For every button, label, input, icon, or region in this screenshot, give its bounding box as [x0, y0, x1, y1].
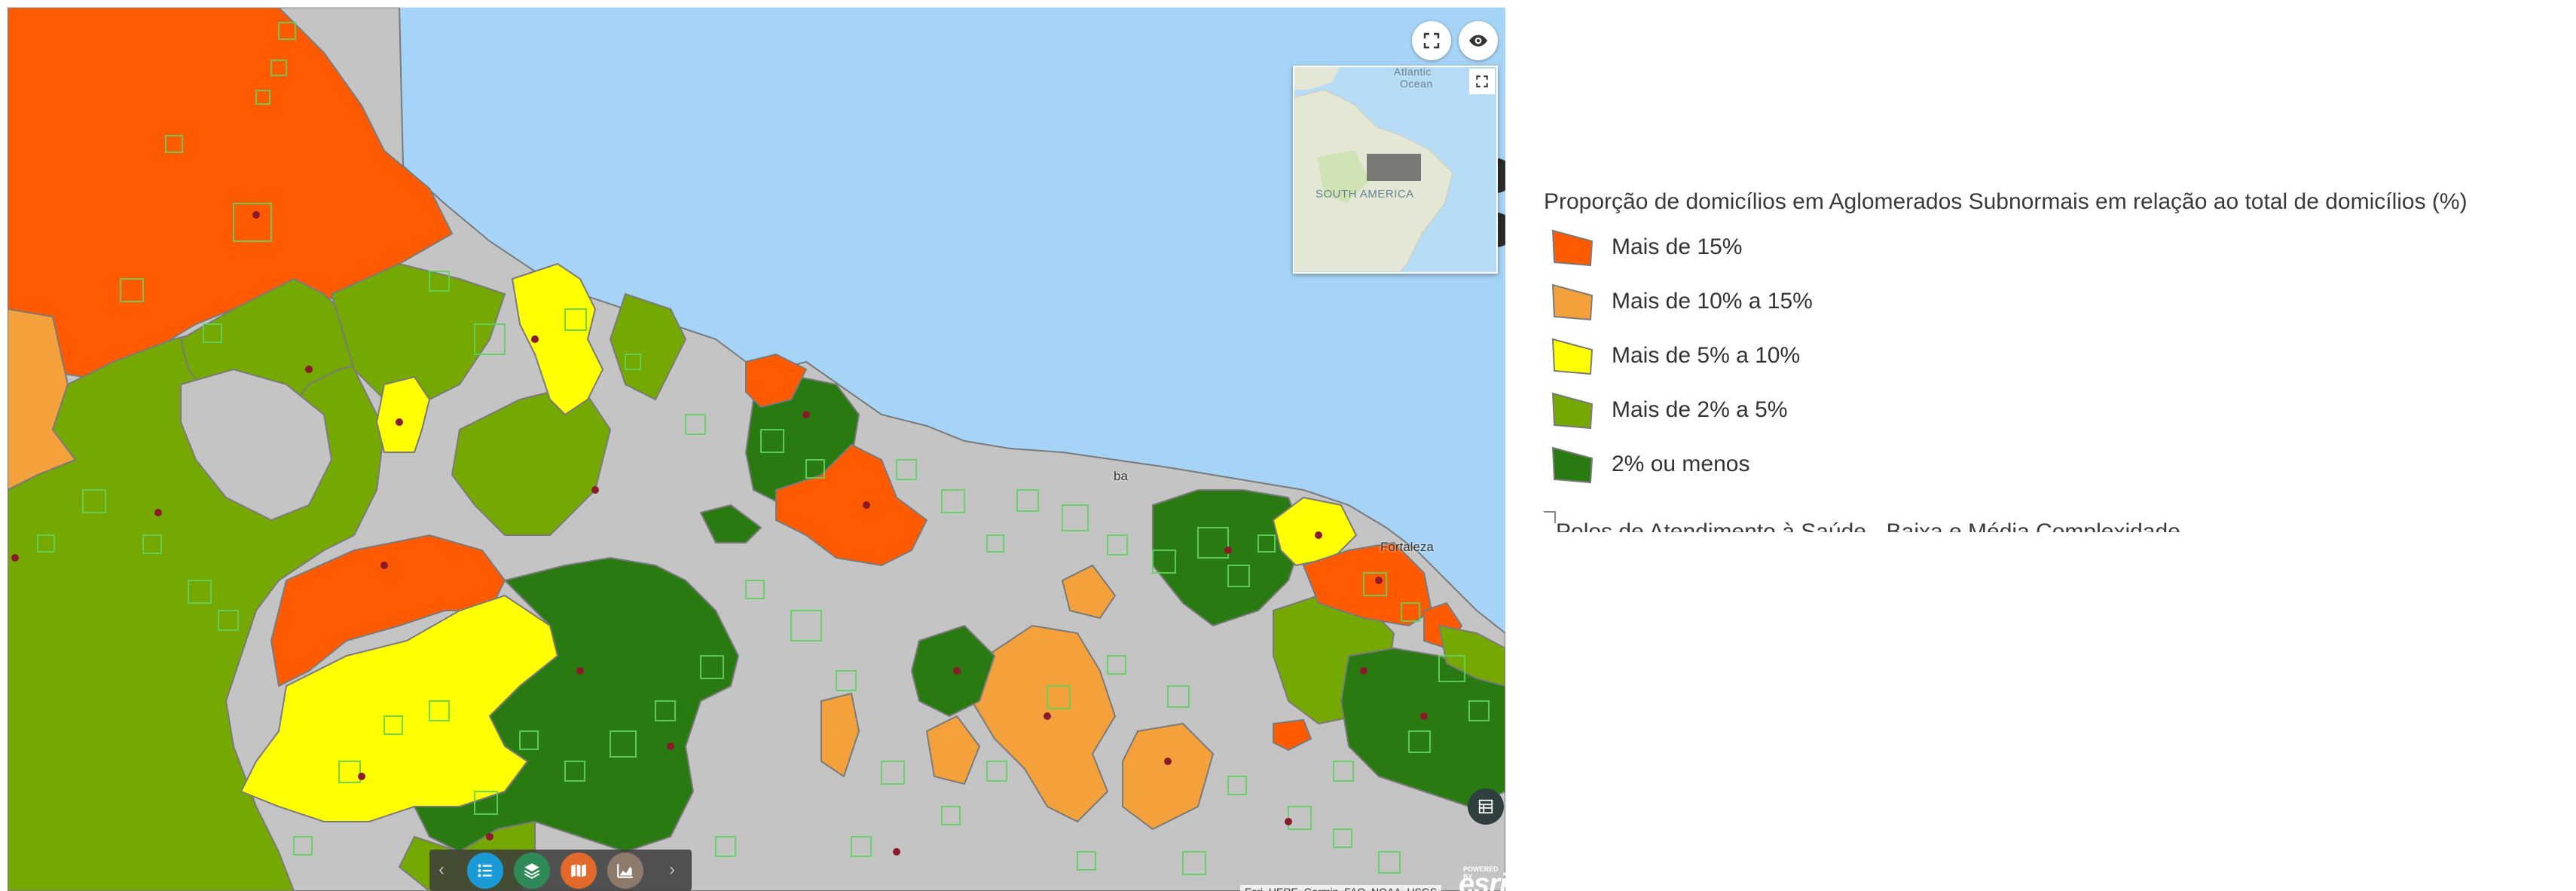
fullscreen-button[interactable] — [1412, 21, 1451, 60]
esri-logo[interactable]: POWERED BY esri — [1453, 864, 1505, 891]
powered-by-text: POWERED BY — [1463, 865, 1499, 880]
region-darkgreen-small — [699, 504, 762, 543]
region-orange-southeast — [1273, 718, 1312, 752]
region-olive-coast — [609, 292, 687, 401]
legend-item-label: Mais de 10% a 15% — [1612, 289, 1813, 314]
side-tab-upper[interactable] — [1496, 158, 1505, 193]
legend-swatch — [1551, 283, 1594, 321]
region-lightorange-c — [925, 715, 981, 785]
legend-panel: Proporção de domicílios em Aglomerados S… — [1544, 185, 2576, 532]
ocean-label-2: Ocean — [1400, 78, 1433, 90]
legend-item-label: Mais de 5% a 10% — [1612, 343, 1801, 368]
legend-swatch — [1551, 338, 1594, 375]
legend-item: Mais de 2% a 5% — [1551, 389, 2003, 434]
attribute-table-button[interactable] — [1468, 788, 1504, 825]
overview-map[interactable]: Atlantic Ocean SOUTH AMERICA — [1293, 66, 1498, 274]
legend-item: 2% ou menos — [1551, 443, 2003, 488]
choropleth-map[interactable] — [8, 8, 1505, 891]
city-label-fortaleza: Fortaleza — [1380, 540, 1434, 554]
basemap-icon — [571, 864, 586, 877]
toolbar-prev-button[interactable]: ‹ — [439, 859, 445, 880]
layer-toggle-icon[interactable] — [1544, 511, 1556, 523]
eye-icon — [1469, 35, 1487, 47]
legend-item: Mais de 5% a 10% — [1551, 335, 2003, 380]
overlay-squares — [37, 22, 1490, 875]
ocean-label-1: Atlantic — [1394, 66, 1432, 78]
region-yellow-small — [375, 375, 431, 453]
overview-map-graphic — [1294, 67, 1496, 272]
layers-icon — [524, 863, 540, 879]
esri-wordmark: esri — [1459, 868, 1505, 891]
fullscreen-icon — [1423, 32, 1440, 49]
region-yellow-east — [1272, 496, 1358, 567]
legend-swatch — [1551, 446, 1594, 484]
region-orange-mid — [270, 534, 506, 687]
overview-expand-button[interactable] — [1469, 69, 1495, 94]
region-olive-far-east — [1438, 624, 1505, 687]
legend-item-label: Mais de 15% — [1612, 234, 1743, 259]
toolbar-next-button[interactable]: › — [669, 859, 675, 880]
legend-button[interactable] — [467, 853, 503, 889]
legend-swatch — [1551, 229, 1594, 267]
side-tab-lower[interactable] — [1496, 213, 1505, 247]
legend-item: Mais de 10% a 15% — [1551, 280, 2003, 326]
point-markers — [11, 211, 1428, 856]
visibility-button[interactable] — [1459, 21, 1498, 60]
legend-item-label: 2% ou menos — [1612, 452, 1750, 476]
overview-extent-box[interactable] — [1367, 154, 1421, 181]
map-attribution[interactable]: Esri, HERE, Garmin, FAO, NOAA, USGS — [1240, 885, 1442, 891]
expand-icon — [1476, 75, 1488, 87]
legend-title: Proporção de domicílios em Aglomerados S… — [1544, 189, 2468, 214]
map-view[interactable]: Atlantic Ocean SOUTH AMERICA Fortaleza b… — [8, 8, 1505, 891]
region-grey-inner — [180, 368, 333, 522]
table-icon — [1478, 799, 1493, 814]
region-yellow-coast — [511, 262, 604, 416]
legend-list-icon — [478, 864, 492, 877]
city-label-partial: ba — [1114, 469, 1128, 483]
region-lightorange-d — [820, 692, 860, 778]
legend-item-label: Mais de 2% a 5% — [1612, 397, 1788, 422]
region-lightorange-b — [1122, 722, 1215, 831]
continent-label: SOUTH AMERICA — [1316, 188, 1414, 201]
chart-button[interactable] — [607, 853, 643, 889]
region-orange-coast-2 — [775, 443, 928, 567]
legend-next-layer: Polos de Atendimento à Saúde - Baixa e M… — [1544, 511, 2448, 532]
layers-button[interactable] — [514, 853, 550, 889]
region-darkgreen-center — [413, 556, 740, 853]
region-orange-coast — [745, 353, 808, 409]
region-lightorange-center — [970, 624, 1117, 823]
legend-next-layer-title: Polos de Atendimento à Saúde - Baixa e M… — [1556, 519, 2180, 532]
region-lightorange-a — [1061, 564, 1117, 620]
chart-icon — [617, 864, 633, 878]
basemap-button[interactable] — [561, 853, 597, 889]
legend-item: Mais de 15% — [1551, 226, 2003, 271]
legend-swatch — [1551, 392, 1594, 430]
widget-toolbar: ‹ › — [429, 850, 692, 891]
